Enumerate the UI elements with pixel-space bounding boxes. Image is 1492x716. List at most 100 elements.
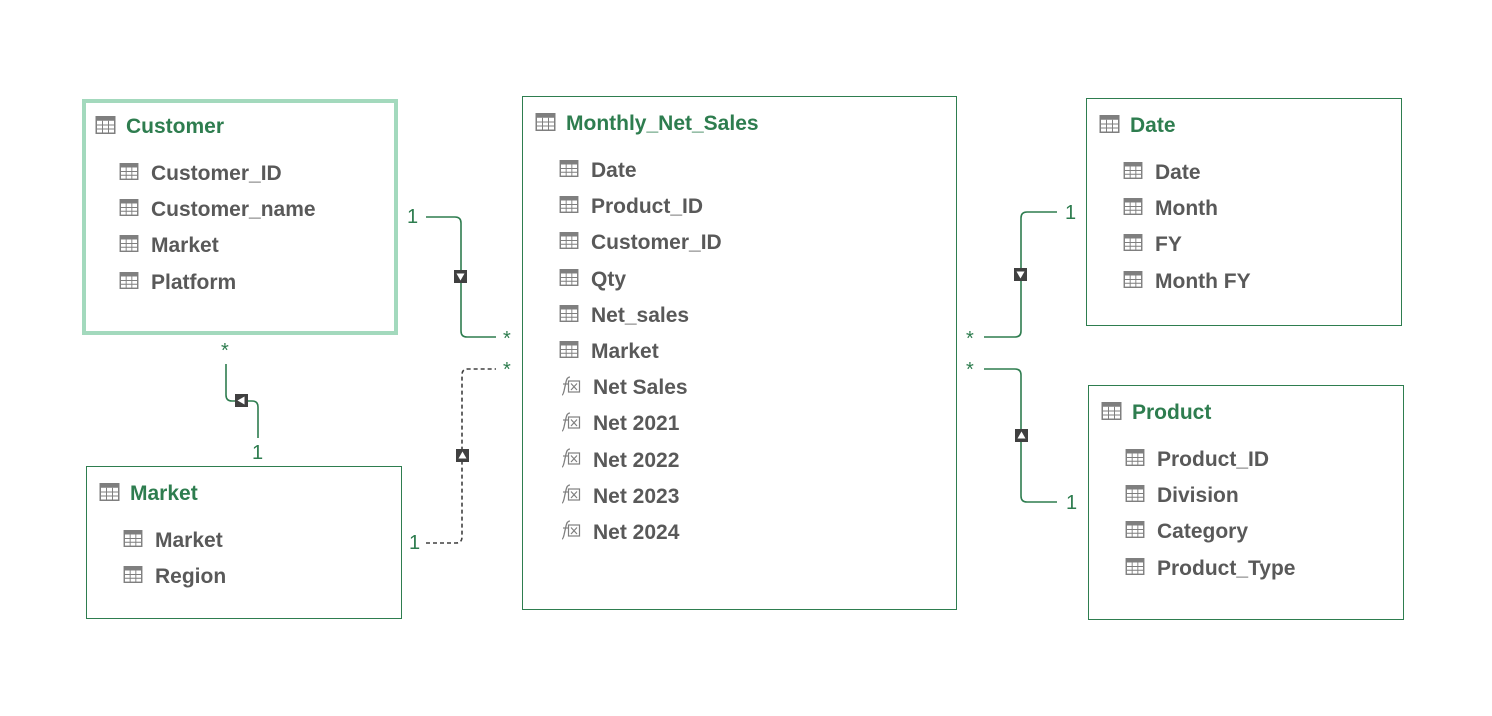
- field-list: Customer_ID Customer_name Market Platfor…: [119, 156, 316, 301]
- field-name: Net 2021: [593, 412, 680, 436]
- column-icon: [559, 232, 579, 254]
- field-item[interactable]: Qty: [559, 262, 722, 298]
- field-item[interactable]: Month FY: [1123, 264, 1251, 300]
- cardinality-many-label: *: [966, 328, 974, 350]
- filter-direction-icon: [454, 270, 467, 283]
- table-card-date[interactable]: Date Date Month FY Month FY: [1086, 98, 1402, 326]
- field-name: Customer_name: [151, 198, 316, 222]
- field-item[interactable]: Month: [1123, 191, 1251, 227]
- field-name: Region: [155, 565, 227, 589]
- measure-item[interactable]: Net 2024: [559, 515, 722, 551]
- field-item[interactable]: Market: [119, 228, 316, 264]
- field-name: Net Sales: [593, 376, 688, 400]
- column-icon: [559, 304, 579, 327]
- field-item[interactable]: Date: [1123, 155, 1251, 191]
- cardinality-many-label: *: [503, 359, 511, 381]
- column-icon: [119, 271, 139, 294]
- column-icon: [559, 268, 579, 291]
- field-name: Net 2023: [593, 484, 680, 508]
- field-name: Market: [151, 234, 219, 258]
- column-icon: [1123, 234, 1143, 256]
- table-header[interactable]: Product: [1101, 400, 1211, 426]
- table-header[interactable]: Market: [99, 481, 198, 507]
- measure-icon: [559, 484, 581, 509]
- table-title: Customer: [126, 115, 225, 138]
- column-icon: [1125, 521, 1145, 543]
- table-card-product[interactable]: Product Product_ID Division Category Pro…: [1088, 385, 1404, 620]
- field-item[interactable]: FY: [1123, 227, 1251, 263]
- measure-icon: [559, 412, 581, 437]
- field-item[interactable]: Market: [559, 334, 722, 370]
- field-name: Net_sales: [591, 303, 690, 327]
- column-icon: [559, 160, 579, 182]
- column-icon: [559, 341, 579, 363]
- column-icon: [1125, 557, 1145, 580]
- measure-icon: [559, 376, 581, 401]
- field-name: Product_Type: [1157, 556, 1296, 580]
- field-name: Net 2022: [593, 448, 680, 472]
- table-header[interactable]: Date: [1099, 113, 1176, 139]
- field-list: Date Month FY Month FY: [1123, 155, 1251, 300]
- measure-item[interactable]: Net 2021: [559, 406, 722, 442]
- column-icon: [1123, 270, 1143, 293]
- field-item[interactable]: Product_Type: [1125, 551, 1295, 587]
- measure-item[interactable]: Net 2022: [559, 443, 722, 479]
- field-name: Product_ID: [591, 195, 704, 219]
- column-icon: [1123, 162, 1143, 184]
- measure-item[interactable]: Net Sales: [559, 370, 722, 406]
- table-title: Product: [1132, 401, 1212, 424]
- table-header[interactable]: Monthly_Net_Sales: [535, 111, 759, 137]
- column-icon: [1123, 198, 1143, 220]
- cardinality-many-label: *: [503, 328, 511, 350]
- field-item[interactable]: Product_ID: [559, 189, 722, 225]
- table-card-monthly-net-sales[interactable]: Monthly_Net_Sales Date Product_ID Custom…: [522, 96, 957, 610]
- field-name: Date: [1155, 161, 1201, 185]
- cardinality-one-label: 1: [407, 206, 419, 228]
- measure-item[interactable]: Net 2023: [559, 479, 722, 515]
- field-list: Market Region: [123, 523, 226, 595]
- column-icon: [119, 199, 139, 221]
- field-item[interactable]: Date: [559, 153, 722, 189]
- column-icon: [1125, 485, 1145, 507]
- table-header[interactable]: Customer: [95, 114, 224, 140]
- field-item[interactable]: Product_ID: [1125, 442, 1295, 478]
- field-item[interactable]: Region: [123, 559, 226, 595]
- measure-icon: [559, 448, 581, 473]
- field-name: Market: [155, 529, 223, 553]
- field-item[interactable]: Net_sales: [559, 298, 722, 334]
- field-item[interactable]: Market: [123, 523, 226, 559]
- field-name: Month: [1155, 197, 1218, 221]
- field-name: Platform: [151, 270, 237, 294]
- field-name: Division: [1157, 484, 1239, 508]
- field-name: Qty: [591, 267, 627, 291]
- cardinality-many-label: *: [966, 359, 974, 381]
- table-icon: [1099, 114, 1120, 138]
- field-item[interactable]: Customer_ID: [119, 156, 316, 192]
- table-card-customer[interactable]: Customer Customer_ID Customer_name Marke…: [82, 99, 398, 335]
- column-icon: [559, 196, 579, 218]
- cardinality-one-label: 1: [1066, 492, 1078, 514]
- field-item[interactable]: Platform: [119, 265, 316, 301]
- field-item[interactable]: Division: [1125, 478, 1295, 514]
- field-item[interactable]: Category: [1125, 514, 1295, 550]
- filter-direction-icon: [1015, 429, 1028, 442]
- table-icon: [95, 115, 116, 139]
- table-icon: [99, 482, 120, 506]
- field-name: Customer_ID: [151, 162, 282, 186]
- field-name: Net 2024: [593, 520, 680, 544]
- field-item[interactable]: Customer_ID: [559, 225, 722, 261]
- cardinality-one-label: 1: [409, 532, 421, 554]
- column-icon: [123, 530, 143, 552]
- field-item[interactable]: Customer_name: [119, 192, 316, 228]
- table-card-market[interactable]: Market Market Region: [86, 466, 402, 619]
- column-icon: [123, 566, 143, 588]
- field-name: Month FY: [1155, 269, 1251, 293]
- field-name: FY: [1155, 233, 1182, 257]
- filter-direction-icon: [456, 449, 469, 462]
- measure-icon: [559, 520, 581, 545]
- column-icon: [119, 235, 139, 257]
- field-list: Product_ID Division Category Product_Typ…: [1125, 442, 1295, 587]
- field-name: Customer_ID: [591, 231, 722, 255]
- filter-direction-icon: [235, 394, 248, 407]
